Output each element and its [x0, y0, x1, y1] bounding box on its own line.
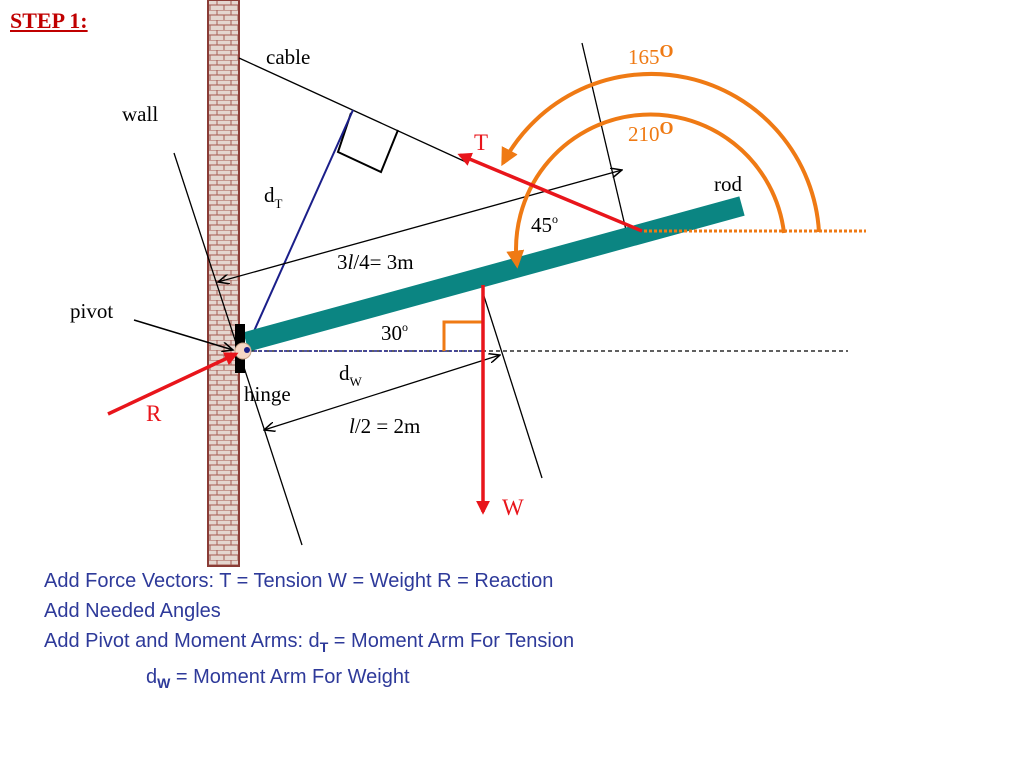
label-hinge: hinge	[244, 382, 291, 406]
label-angle-210: 210O	[628, 118, 674, 146]
step-title: STEP 1:	[10, 8, 88, 33]
note-line-4: dW = Moment Arm For Weight	[146, 666, 410, 691]
right-angle-marker-cable	[336, 112, 399, 174]
distance-arrow-half-l	[264, 355, 500, 430]
arc-165-degrees	[501, 71, 821, 233]
pivot-pointer	[133, 319, 233, 350]
distance-arrow-three-quarter-l	[218, 170, 622, 282]
rod	[243, 196, 745, 352]
brick-wall	[207, 0, 240, 567]
note-line-3: Add Pivot and Moment Arms: dT = Moment A…	[44, 630, 575, 655]
right-angle-marker-weight	[442, 320, 482, 351]
reaction-vector	[107, 352, 239, 416]
label-angle-165: 165O	[628, 41, 674, 69]
label-half-length: l/2 = 2m	[349, 414, 420, 438]
label-angle-30: 30o	[381, 320, 408, 345]
tension-vector	[457, 152, 643, 233]
label-moment-arm-dt: dT	[264, 183, 283, 211]
label-moment-arm-dw: dW	[339, 361, 363, 389]
weight-line-of-action	[481, 289, 543, 479]
label-force-reaction: R	[146, 401, 162, 426]
label-force-tension: T	[474, 130, 488, 155]
label-force-weight: W	[502, 495, 524, 520]
note-line-1: Add Force Vectors: T = Tension W = Weigh…	[44, 570, 554, 592]
note-line-2: Add Needed Angles	[44, 600, 221, 622]
pivot-center	[244, 347, 250, 353]
label-rod: rod	[714, 172, 742, 196]
arc-210-degrees	[506, 112, 786, 269]
label-pivot: pivot	[70, 299, 113, 323]
tension-line-of-action	[581, 42, 627, 231]
instruction-notes: Add Force Vectors: T = Tension W = Weigh…	[44, 566, 574, 698]
label-three-quarter-length: 3l/4= 3m	[337, 250, 414, 274]
label-cable: cable	[266, 45, 310, 69]
label-wall: wall	[122, 102, 158, 126]
label-angle-45: 45o	[531, 212, 558, 237]
